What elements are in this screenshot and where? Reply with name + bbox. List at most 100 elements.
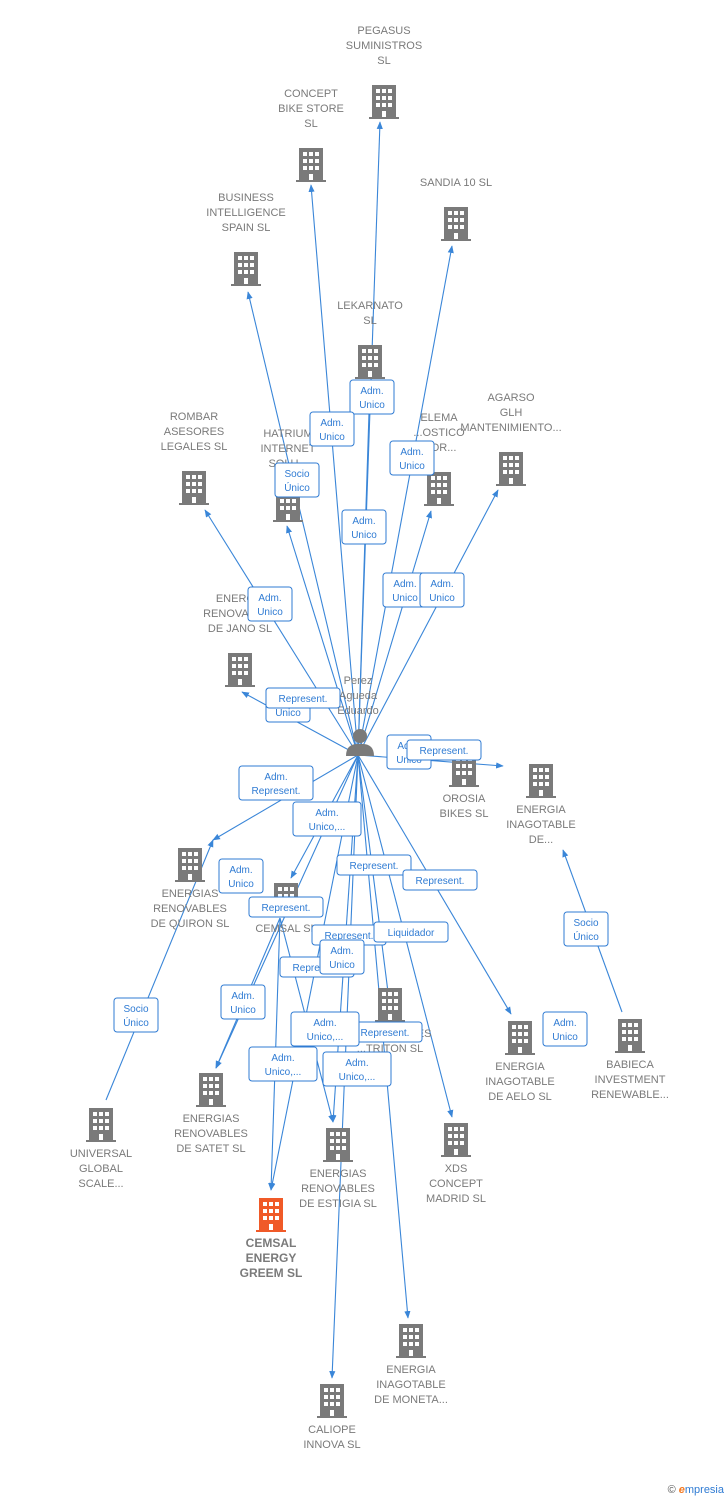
edge-role-label[interactable]: Adm.Unico xyxy=(349,379,395,415)
edge-role-label[interactable]: Adm.Unico xyxy=(309,411,355,447)
edge-role-label-box xyxy=(406,739,482,761)
edge-perez-to-lekarnato xyxy=(357,381,373,756)
building-icon xyxy=(231,252,261,286)
edge-role-label-text: Represent. xyxy=(350,861,399,872)
cemsal-label-line: CEMSAL SL xyxy=(255,923,316,935)
building-icon xyxy=(505,1021,535,1055)
xds-label-line: MADRID SL xyxy=(426,1193,486,1205)
edge-role-label-text: Adm. xyxy=(271,1053,294,1064)
edge-perez-to-business xyxy=(246,291,359,756)
edge-role-label[interactable]: Adm.Unico xyxy=(542,1011,588,1047)
empresia-credit[interactable]: ©empresia xyxy=(668,1484,724,1496)
copyright-symbol: © xyxy=(667,1484,676,1496)
edge-role-label[interactable]: Liquidador xyxy=(373,921,449,943)
elema-label-line: ELEMA xyxy=(420,412,458,424)
edge-role-label-text: Represent. xyxy=(262,903,311,914)
company-node-caliope[interactable]: CALIOPE INNOVA SL xyxy=(303,1384,361,1451)
edge-role-label[interactable]: Adm.Unico xyxy=(247,586,293,622)
edge-role-label[interactable]: Adm.Unico xyxy=(218,858,264,894)
edge-role-label-box xyxy=(218,858,264,894)
edge-role-label-text: Unico xyxy=(257,607,283,618)
edge-role-label-box xyxy=(309,411,355,447)
edge-role-label[interactable]: Adm.Unico xyxy=(220,984,266,1020)
company-node-sandia[interactable]: SANDIA 10 SL xyxy=(420,177,492,241)
person-name-line: Perez xyxy=(344,675,373,687)
satet-label-line: DE SATET SL xyxy=(176,1143,245,1155)
person-name-line: Agueda xyxy=(339,690,378,702)
inagotable_de-label-line: ENERGIA xyxy=(516,804,566,816)
edge-role-label[interactable]: Adm.Unico,... xyxy=(292,801,362,837)
edge-role-label[interactable]: Adm.Unico xyxy=(319,939,365,975)
edge-role-label[interactable]: Adm.Unico,... xyxy=(322,1051,392,1087)
caliope-label-line: INNOVA SL xyxy=(303,1439,360,1451)
edge-role-label[interactable]: Adm.Unico xyxy=(389,440,435,476)
building-icon xyxy=(496,452,526,486)
satet-label-line: RENOVABLES xyxy=(174,1128,248,1140)
company-node-babieca[interactable]: BABIECAINVESTMENTRENEWABLE... xyxy=(591,1019,669,1101)
edge-role-label[interactable]: Represent. xyxy=(402,869,478,891)
quiron-label-line: DE QUIRON SL xyxy=(151,918,230,930)
edge-role-label-text: Unico,... xyxy=(307,1032,344,1043)
company-node-inagotable_de[interactable]: ENERGIAINAGOTABLEDE... xyxy=(506,764,576,846)
edge-role-label-text: Represent. xyxy=(361,1028,410,1039)
edge-role-label[interactable]: Represent. xyxy=(248,896,324,918)
caliope-label-line: CALIOPE xyxy=(308,1424,356,1436)
lekarnato-label-line: LEKARNATO xyxy=(337,300,403,312)
building-icon xyxy=(396,1324,426,1358)
estigia-label-line: DE ESTIGIA SL xyxy=(299,1198,377,1210)
hatrium-label-line: INTERNET xyxy=(261,443,316,455)
edge-role-label[interactable]: Represent. xyxy=(336,854,412,876)
building-icon xyxy=(355,345,385,379)
edge-role-label-text: Unico,... xyxy=(265,1067,302,1078)
greem-label-line: ENERGY xyxy=(246,1251,297,1265)
agarso-label-line: MANTENIMIENTO... xyxy=(460,422,561,434)
edge-role-label[interactable]: Represent. xyxy=(265,687,341,709)
edge-role-label-text: Adm. xyxy=(315,808,338,819)
edge-role-label-text: Unico xyxy=(552,1032,578,1043)
edge-role-label[interactable]: Adm.Unico xyxy=(341,509,387,545)
xds-label-line: CONCEPT xyxy=(429,1178,483,1190)
edge-role-label-text: Represent. xyxy=(293,963,342,974)
edge-role-label[interactable]: Adm. Unico,... xyxy=(248,1046,318,1082)
edge-role-label[interactable]: Represent. xyxy=(406,739,482,761)
building-icon xyxy=(225,653,255,687)
edge-role-label-box xyxy=(402,869,478,891)
pegasus-label-line: PEGASUS xyxy=(357,25,410,37)
company-node-universal[interactable]: UNIVERSALGLOBALSCALE... xyxy=(70,1108,132,1190)
building-icon xyxy=(196,1073,226,1107)
company-node-agarso[interactable]: AGARSOGLHMANTENIMIENTO... xyxy=(460,392,562,486)
edge-role-label-box xyxy=(542,1011,588,1047)
edge-perez-to-rombar xyxy=(204,509,359,756)
edge-role-label-text: Represent. xyxy=(279,694,328,705)
edge-perez-to-agarso xyxy=(357,489,499,756)
edge-role-label-box xyxy=(322,1051,392,1087)
edge-role-label-text: Adm. xyxy=(320,418,343,429)
edge-role-label[interactable]: Adm.Represent. xyxy=(238,765,314,801)
moneta-label-line: INAGOTABLE xyxy=(376,1379,445,1391)
rombar-label-line: ROMBAR xyxy=(170,411,218,423)
edge-role-label[interactable]: Adm.Unico,... xyxy=(290,1011,360,1047)
universal-label-line: SCALE... xyxy=(78,1178,123,1190)
edge-role-label-text: Represent. xyxy=(325,931,374,942)
edge-role-label-text: Unico xyxy=(275,708,301,719)
building-icon xyxy=(256,1198,286,1232)
edge-role-label[interactable]: Adm.Unico xyxy=(419,572,465,608)
company-node-cemsal[interactable]: CEMSAL SL xyxy=(255,883,317,935)
